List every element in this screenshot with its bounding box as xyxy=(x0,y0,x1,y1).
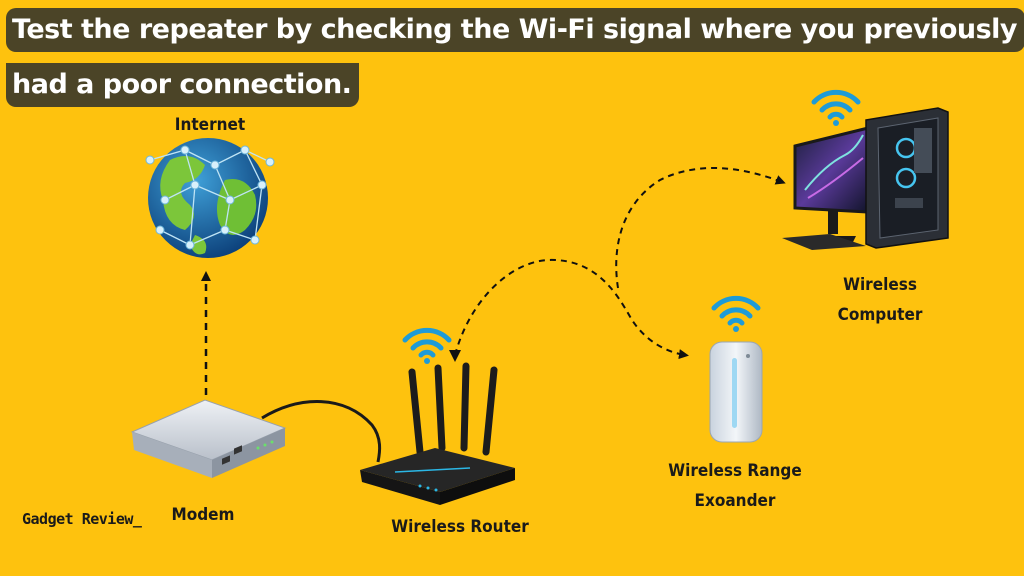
computer-label: Wireless Computer xyxy=(820,270,940,330)
extender-label-line-1: Wireless Range xyxy=(660,456,810,486)
extender-icon xyxy=(710,342,762,442)
computer-label-line-2: Computer xyxy=(820,300,940,330)
computer-icon xyxy=(782,108,948,250)
globe-icon xyxy=(146,138,274,258)
internet-label: Internet xyxy=(170,110,250,140)
extender-computer-arrow xyxy=(616,168,782,288)
brand-logo: Gadget Review_ xyxy=(22,510,141,528)
router-label: Wireless Router xyxy=(385,512,535,542)
router-icon xyxy=(360,366,515,505)
wifi-icon xyxy=(814,92,858,126)
router-extender-arrow xyxy=(455,260,685,355)
wifi-icon xyxy=(714,298,758,332)
modem-icon xyxy=(132,400,285,478)
computer-label-line-1: Wireless xyxy=(820,270,940,300)
extender-label: Wireless Range Exoander xyxy=(660,456,810,516)
wifi-icon xyxy=(405,330,449,364)
extender-label-line-2: Exoander xyxy=(660,486,810,516)
modem-label: Modem xyxy=(158,500,248,530)
router-arrowhead xyxy=(449,350,461,362)
